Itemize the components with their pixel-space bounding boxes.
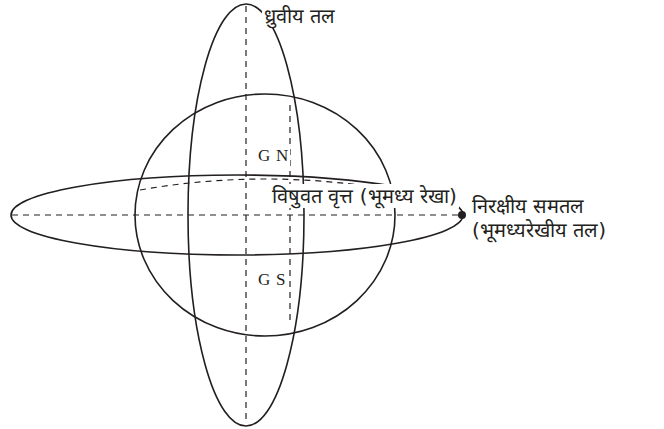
polar-plane	[188, 4, 304, 426]
equatorial-diameter	[12, 214, 462, 215]
circle-label: विषुवत वृत्त (भूमध्य रेखा)	[270, 184, 459, 208]
point-letter: G	[256, 146, 272, 166]
plane-label: निरक्षीय समतल (भूमध्यरेखीय तल)	[470, 194, 650, 242]
earth-axis	[289, 105, 290, 325]
equatorial-plane	[11, 175, 463, 255]
polar-axis	[245, 6, 246, 424]
pole-letter: S	[274, 270, 287, 290]
plane-label: ध्रुवीय तल	[262, 4, 337, 28]
point-letter: G	[256, 270, 272, 290]
plane-point	[458, 211, 466, 219]
pole-letter: N	[274, 146, 290, 166]
